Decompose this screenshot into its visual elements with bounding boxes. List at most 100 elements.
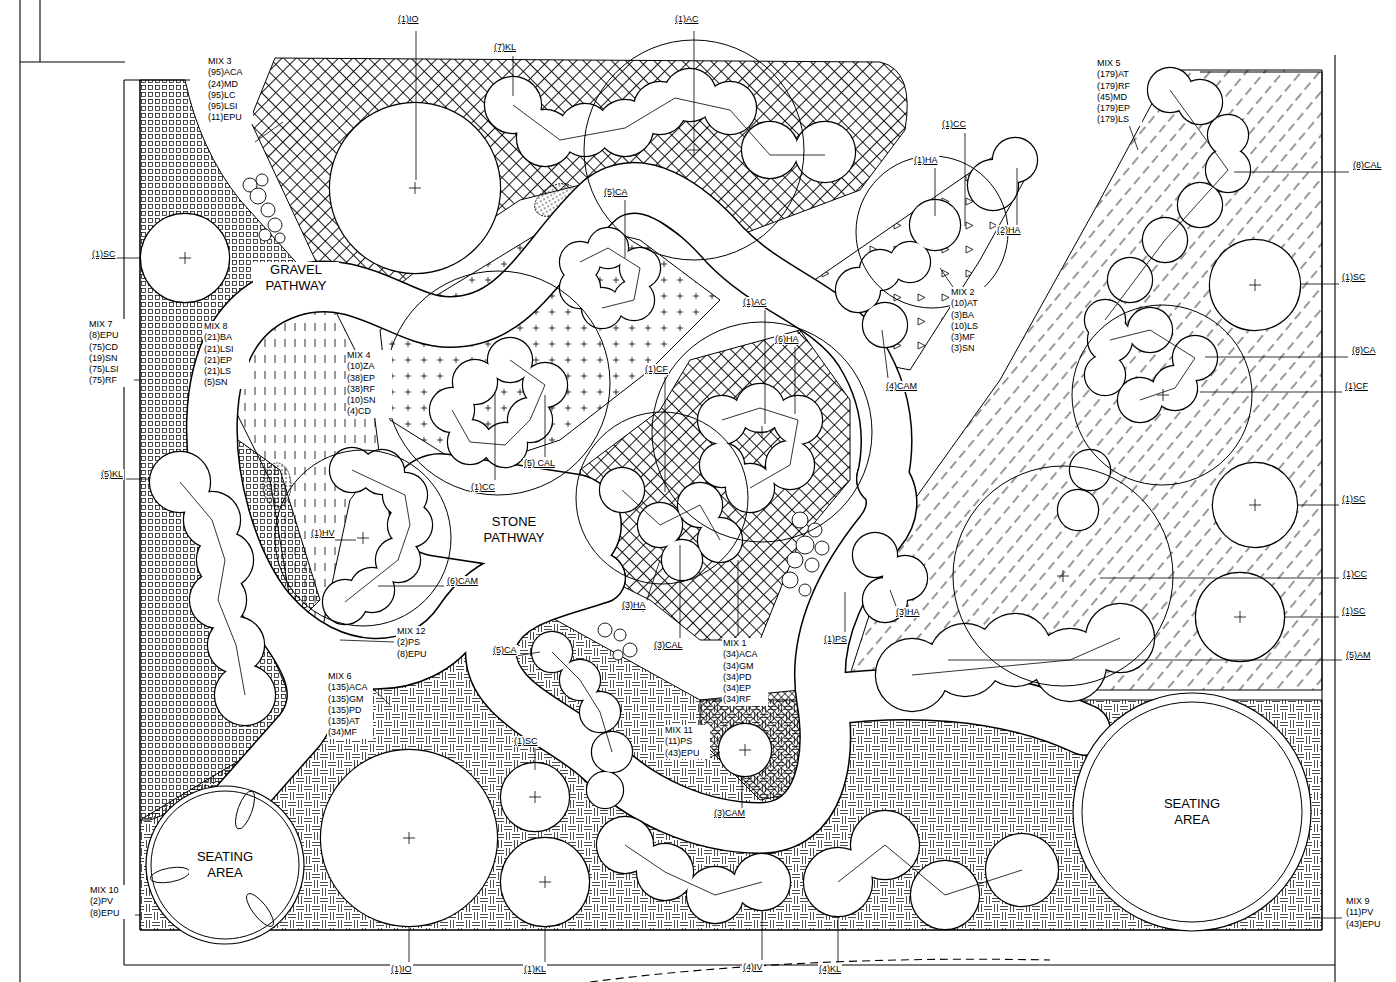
plant-callout: (1)AC — [742, 297, 768, 308]
seating-area-label-holder: SEATING AREA — [145, 785, 305, 945]
plant-callout: (4)CAM — [885, 381, 918, 392]
plant-callout: (1)PS — [823, 634, 848, 645]
mix-schedule: MIX 11 (11)PS (43)EPU — [664, 725, 710, 759]
plant-callout: (1)SC — [1341, 272, 1367, 283]
plant-callout: (5)KL — [100, 469, 124, 480]
plant-callout: (5)CA — [492, 645, 518, 656]
boulder — [796, 536, 814, 554]
boulder — [250, 188, 266, 204]
plant-callout: (3)HA — [621, 600, 647, 611]
boulder — [623, 643, 637, 657]
boulder — [782, 572, 798, 588]
plant-callout: (1)SC — [1341, 494, 1367, 505]
plant-callout: (3)HA — [895, 607, 921, 618]
mix-schedule: MIX 6 (135)ACA (135)GM (135)PD (135)AT (… — [327, 671, 373, 739]
plant-callout: (1)CF — [644, 364, 669, 375]
boulder — [815, 541, 829, 555]
plant-chain — [452, 360, 545, 445]
plant-callout: (1)CC — [1342, 569, 1368, 580]
plant-callout: (8)CA — [1351, 345, 1377, 356]
boulder — [275, 233, 285, 243]
plant-callout: (4)IV — [742, 962, 764, 973]
boulder — [805, 558, 819, 572]
plant-callout: (6)CAM — [446, 576, 479, 587]
site-boundary — [20, 0, 1335, 982]
boulder — [787, 552, 803, 568]
plant-chain — [625, 845, 762, 895]
pathway-name: GRAVEL PATHWAY — [253, 262, 339, 293]
plant-callout: (1)SC — [91, 249, 117, 260]
seating-area: SEATING AREA — [1072, 692, 1312, 932]
boulder — [614, 629, 626, 641]
plant-chain — [180, 482, 245, 695]
plant-chain — [912, 638, 1120, 675]
mix-schedule: MIX 5 (179)AT (179)RF (45)MD (179)EP (17… — [1096, 58, 1142, 126]
plant-chain — [838, 845, 1022, 895]
plant-callout: (1)IO — [397, 14, 420, 25]
boulder — [792, 512, 808, 528]
mix-schedule: MIX 4 (10)ZA (38)EP (38)RF (10)SN (4)CD — [346, 350, 392, 418]
plant-callout: (7)KL — [493, 42, 517, 53]
plant-chain — [180, 90, 1228, 895]
seating-area-outline — [1073, 693, 1311, 931]
mix-schedule: MIX 7 (8)EPU (75)CD (19)SN (75)LSI (75)R… — [88, 319, 134, 387]
boulder — [256, 174, 268, 186]
area-name: SEATING AREA — [189, 849, 261, 880]
leader-line — [116, 31, 1349, 962]
boulder — [598, 623, 612, 637]
plant-callout: (2)HA — [996, 225, 1022, 236]
plant-callout: (4)KL — [818, 964, 842, 975]
plant-callout: (1)CC — [470, 482, 496, 493]
plant-chain — [722, 408, 798, 488]
plant-callout: (5)AM — [1345, 650, 1372, 661]
plant-callout: (5)CA — [603, 187, 629, 198]
tree-canopy — [386, 271, 610, 495]
plant-chain — [552, 652, 612, 752]
plant-callout: (6)HA — [774, 334, 800, 345]
plant-chain — [1110, 330, 1195, 400]
plant-callout: (1)SC — [513, 736, 539, 747]
seating-area-outline — [146, 786, 304, 944]
mix-schedule: MIX 10 (2)PV (8)EPU — [89, 885, 135, 919]
mix-schedule: MIX 1 (34)ACA (34)GM (34)PD (34)EP (34)R… — [722, 638, 768, 706]
mix-schedule: MIX 9 (11)PV (43)EPU — [1345, 896, 1391, 930]
site-boundary — [20, 0, 1335, 982]
bench — [232, 789, 259, 831]
plant-chain — [513, 98, 825, 155]
bench — [149, 865, 191, 886]
plant-callout: (1)HV — [310, 528, 336, 539]
mix-schedule: MIX 8 (21)BA (21)LSI (21)EP (21)LS (5)SN — [203, 321, 249, 389]
plant-chain — [345, 470, 410, 602]
plant-callout: (3)CAM — [713, 808, 746, 819]
tree-canopy — [576, 412, 748, 584]
seating-area-label-holder: SEATING AREA — [1072, 692, 1312, 932]
boulder — [268, 218, 282, 232]
seating-area: SEATING AREA — [145, 785, 305, 945]
plant-callout: (1)KL — [523, 964, 547, 975]
boulder — [613, 650, 623, 660]
mix-schedule: MIX 3 (95)ACA (24)MD (95)LC (95)LSI (11)… — [207, 56, 253, 124]
mix-schedule: MIX 12 (2)PS (8)EPU — [396, 626, 442, 660]
planting-bed — [140, 58, 1322, 930]
plant-callout: (1)SC — [1341, 606, 1367, 617]
plant-callout: (8)CAL — [1352, 160, 1383, 171]
plant-callout: (1)AC — [674, 14, 700, 25]
bench — [242, 890, 278, 930]
seating-area-outline — [1082, 702, 1302, 922]
boulder — [799, 584, 811, 596]
plant-callout: (1)HA — [913, 155, 939, 166]
seating-area-outline — [151, 791, 299, 939]
boulder — [261, 203, 275, 217]
plant-callout: (3)CAL — [653, 640, 684, 651]
mulch-patch — [263, 463, 291, 507]
plant-chain — [580, 248, 640, 308]
plant-callout: (5) CAL — [523, 458, 556, 469]
boulder — [259, 229, 271, 241]
pathway-name: STONE PATHWAY — [471, 514, 557, 545]
plant-callout: (1)CF — [1344, 381, 1369, 392]
tree-canopy — [856, 156, 1008, 308]
tree-canopy — [275, 40, 1252, 686]
area-name: SEATING AREA — [1156, 796, 1228, 827]
site-boundary — [590, 959, 1050, 982]
leader-line — [116, 31, 1349, 962]
